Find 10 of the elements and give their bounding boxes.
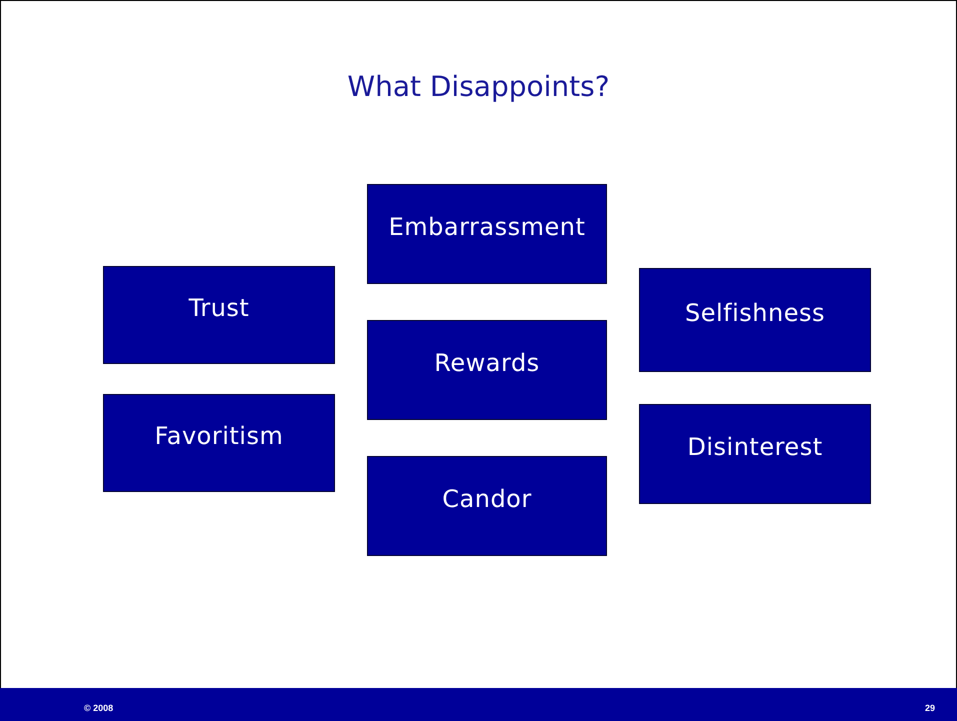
topic-box: Embarrassment xyxy=(367,184,607,284)
topic-box: Rewards xyxy=(367,320,607,420)
topic-box: Candor xyxy=(367,456,607,556)
topic-box: Disinterest xyxy=(639,404,871,504)
topic-box: Favoritism xyxy=(103,394,335,492)
copyright-note: © 2008 xyxy=(84,703,114,713)
slide-title: What Disappoints? xyxy=(346,70,611,103)
topic-box: Selfishness xyxy=(639,268,871,372)
topic-box: Trust xyxy=(103,266,335,364)
page-number: 29 xyxy=(924,703,935,713)
